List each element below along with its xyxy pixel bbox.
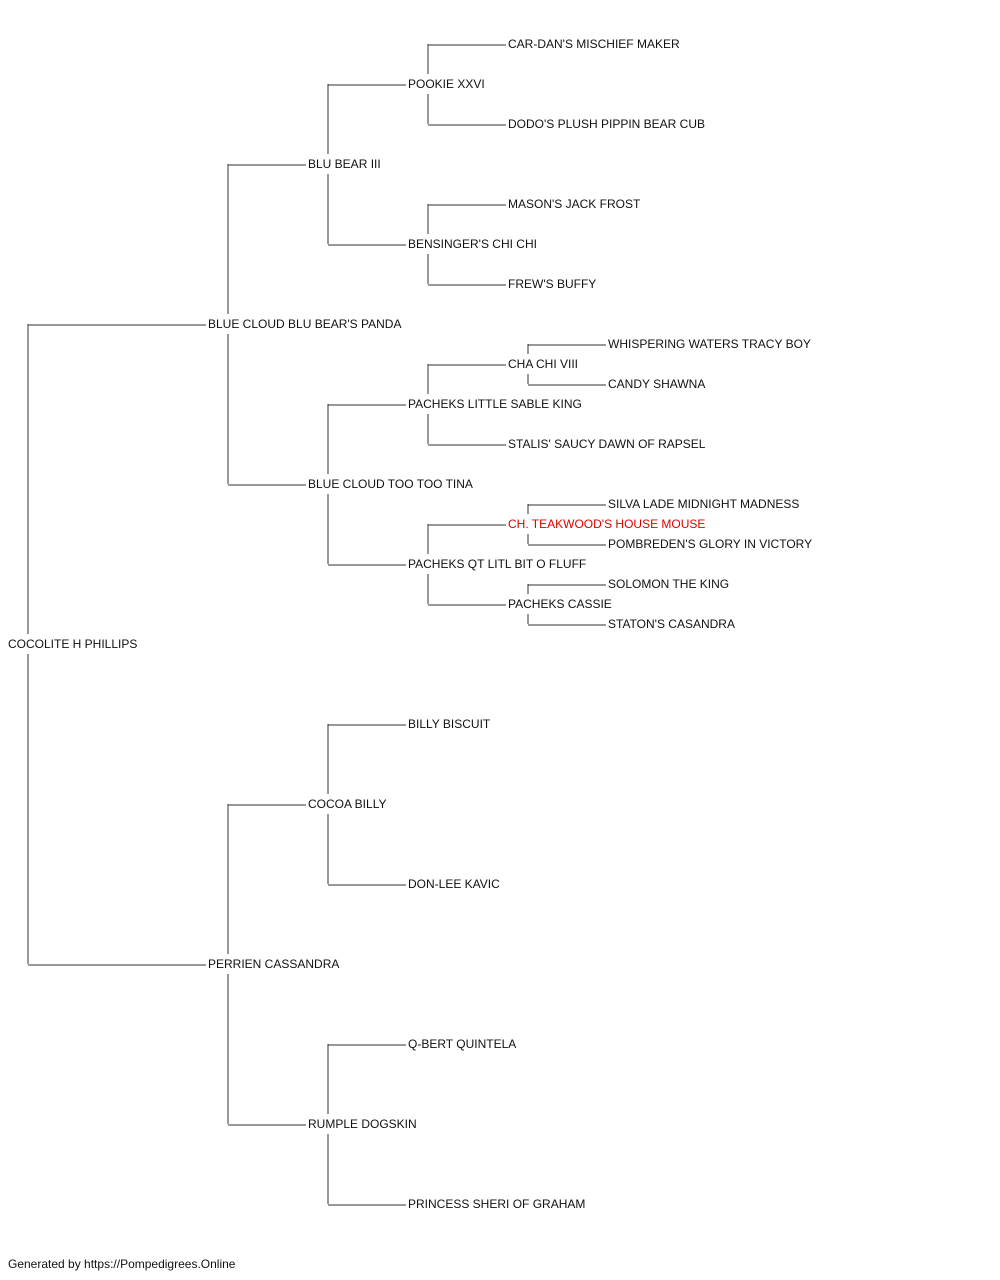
dog-name-gen5-19: POMBREDEN'S GLORY IN VICTORY (608, 537, 812, 551)
dog-name-gen5-14: CANDY SHAWNA (608, 377, 705, 391)
dog-name-gen3-25: BILLY BISCUIT (408, 717, 491, 731)
dog-name-gen3-16: PACHEKS QT LITL BIT O FLUFF (408, 557, 586, 571)
dog-name-gen2-10: BLUE CLOUD TOO TOO TINA (308, 477, 473, 491)
dog-name-gen4-9: FREW'S BUFFY (508, 277, 596, 291)
dog-name-gen3-7: BENSINGER'S CHI CHI (408, 237, 537, 251)
dog-name-gen3-29: PRINCESS SHERI OF GRAHAM (408, 1197, 585, 1211)
dog-name-gen0-1: COCOLITE H PHILLIPS (8, 637, 137, 651)
dog-name-gen3-28: Q-BERT QUINTELA (408, 1037, 516, 1051)
dog-name-gen2-3: BLU BEAR III (308, 157, 381, 171)
dog-name-gen3-11: PACHEKS LITTLE SABLE KING (408, 397, 582, 411)
dog-name-gen4-15: STALIS' SAUCY DAWN OF RAPSEL (508, 437, 706, 451)
dog-name-gen2-24: COCOA BILLY (308, 797, 386, 811)
dog-name-gen4-5: CAR-DAN'S MISCHIEF MAKER (508, 37, 680, 51)
dog-name-gen5-22: STATON'S CASANDRA (608, 617, 735, 631)
dog-name-gen2-27: RUMPLE DOGSKIN (308, 1117, 417, 1131)
dog-name-gen4-8: MASON'S JACK FROST (508, 197, 641, 211)
dog-name-gen3-26: DON-LEE KAVIC (408, 877, 500, 891)
dog-name-gen3-4: POOKIE XXVI (408, 77, 485, 91)
dog-name-gen5-18: SILVA LADE MIDNIGHT MADNESS (608, 497, 799, 511)
dog-name-gen1-2: BLUE CLOUD BLU BEAR'S PANDA (208, 317, 401, 331)
dog-name-gen4-20: PACHEKS CASSIE (508, 597, 612, 611)
dog-name-gen5-13: WHISPERING WATERS TRACY BOY (608, 337, 811, 351)
dog-name-gen4-12: CHA CHI VIII (508, 357, 578, 371)
generated-by-footer: Generated by https://Pompedigrees.Online (8, 1257, 236, 1271)
dog-name-gen5-21: SOLOMON THE KING (608, 577, 729, 591)
dog-name-gen1-23: PERRIEN CASSANDRA (208, 957, 339, 971)
dog-name-gen4-17: CH. TEAKWOOD'S HOUSE MOUSE (508, 517, 705, 531)
dog-name-gen4-6: DODO'S PLUSH PIPPIN BEAR CUB (508, 117, 705, 131)
